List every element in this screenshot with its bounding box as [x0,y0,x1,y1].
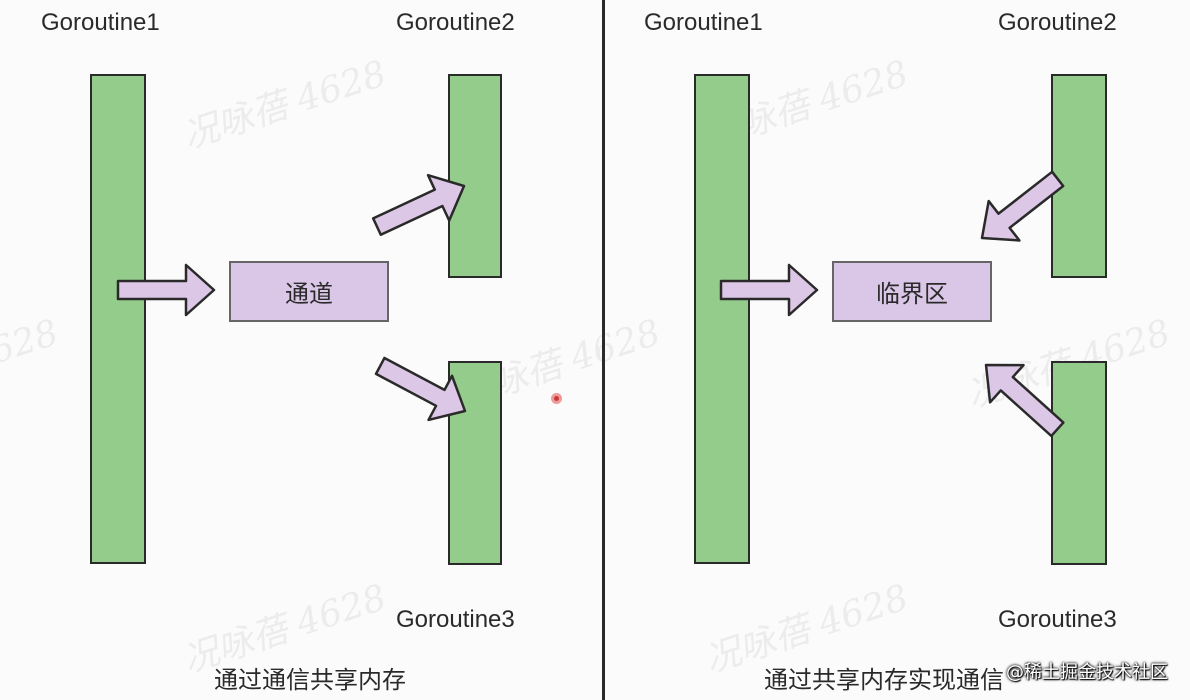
right-goroutine2-bar [1051,74,1107,278]
right-goroutine1-bar [694,74,750,564]
site-badge: @稀土掘金技术社区 [1006,662,1168,683]
left-goroutine3-label: Goroutine3 [396,606,515,633]
left-goroutine2-label: Goroutine2 [396,9,515,36]
arrow-g1-to-critical [719,263,819,317]
arrow-g3-to-critical [984,363,1065,438]
arrow-g2-to-critical [980,170,1065,242]
channel-box-label: 通道 [285,280,333,308]
right-caption: 通过共享内存实现通信 [764,666,1004,694]
channel-box: 通道 [229,261,389,322]
right-goroutine3-bar [1051,361,1107,565]
critical-section-label: 临界区 [876,280,948,308]
right-goroutine2-label: Goroutine2 [998,9,1117,36]
left-goroutine2-bar [448,74,502,278]
left-goroutine1-label: Goroutine1 [41,9,160,36]
arrow-g1-to-channel [116,263,216,317]
right-goroutine3-label: Goroutine3 [998,606,1117,633]
arrow-channel-to-g2 [371,173,466,236]
panel-divider [602,0,605,700]
left-caption: 通过通信共享内存 [214,666,406,694]
critical-section-box: 临界区 [832,261,992,322]
arrow-channel-to-g3 [374,356,467,422]
cursor-pointer-dot [551,393,562,404]
right-goroutine1-label: Goroutine1 [644,9,763,36]
left-goroutine1-bar [90,74,146,564]
